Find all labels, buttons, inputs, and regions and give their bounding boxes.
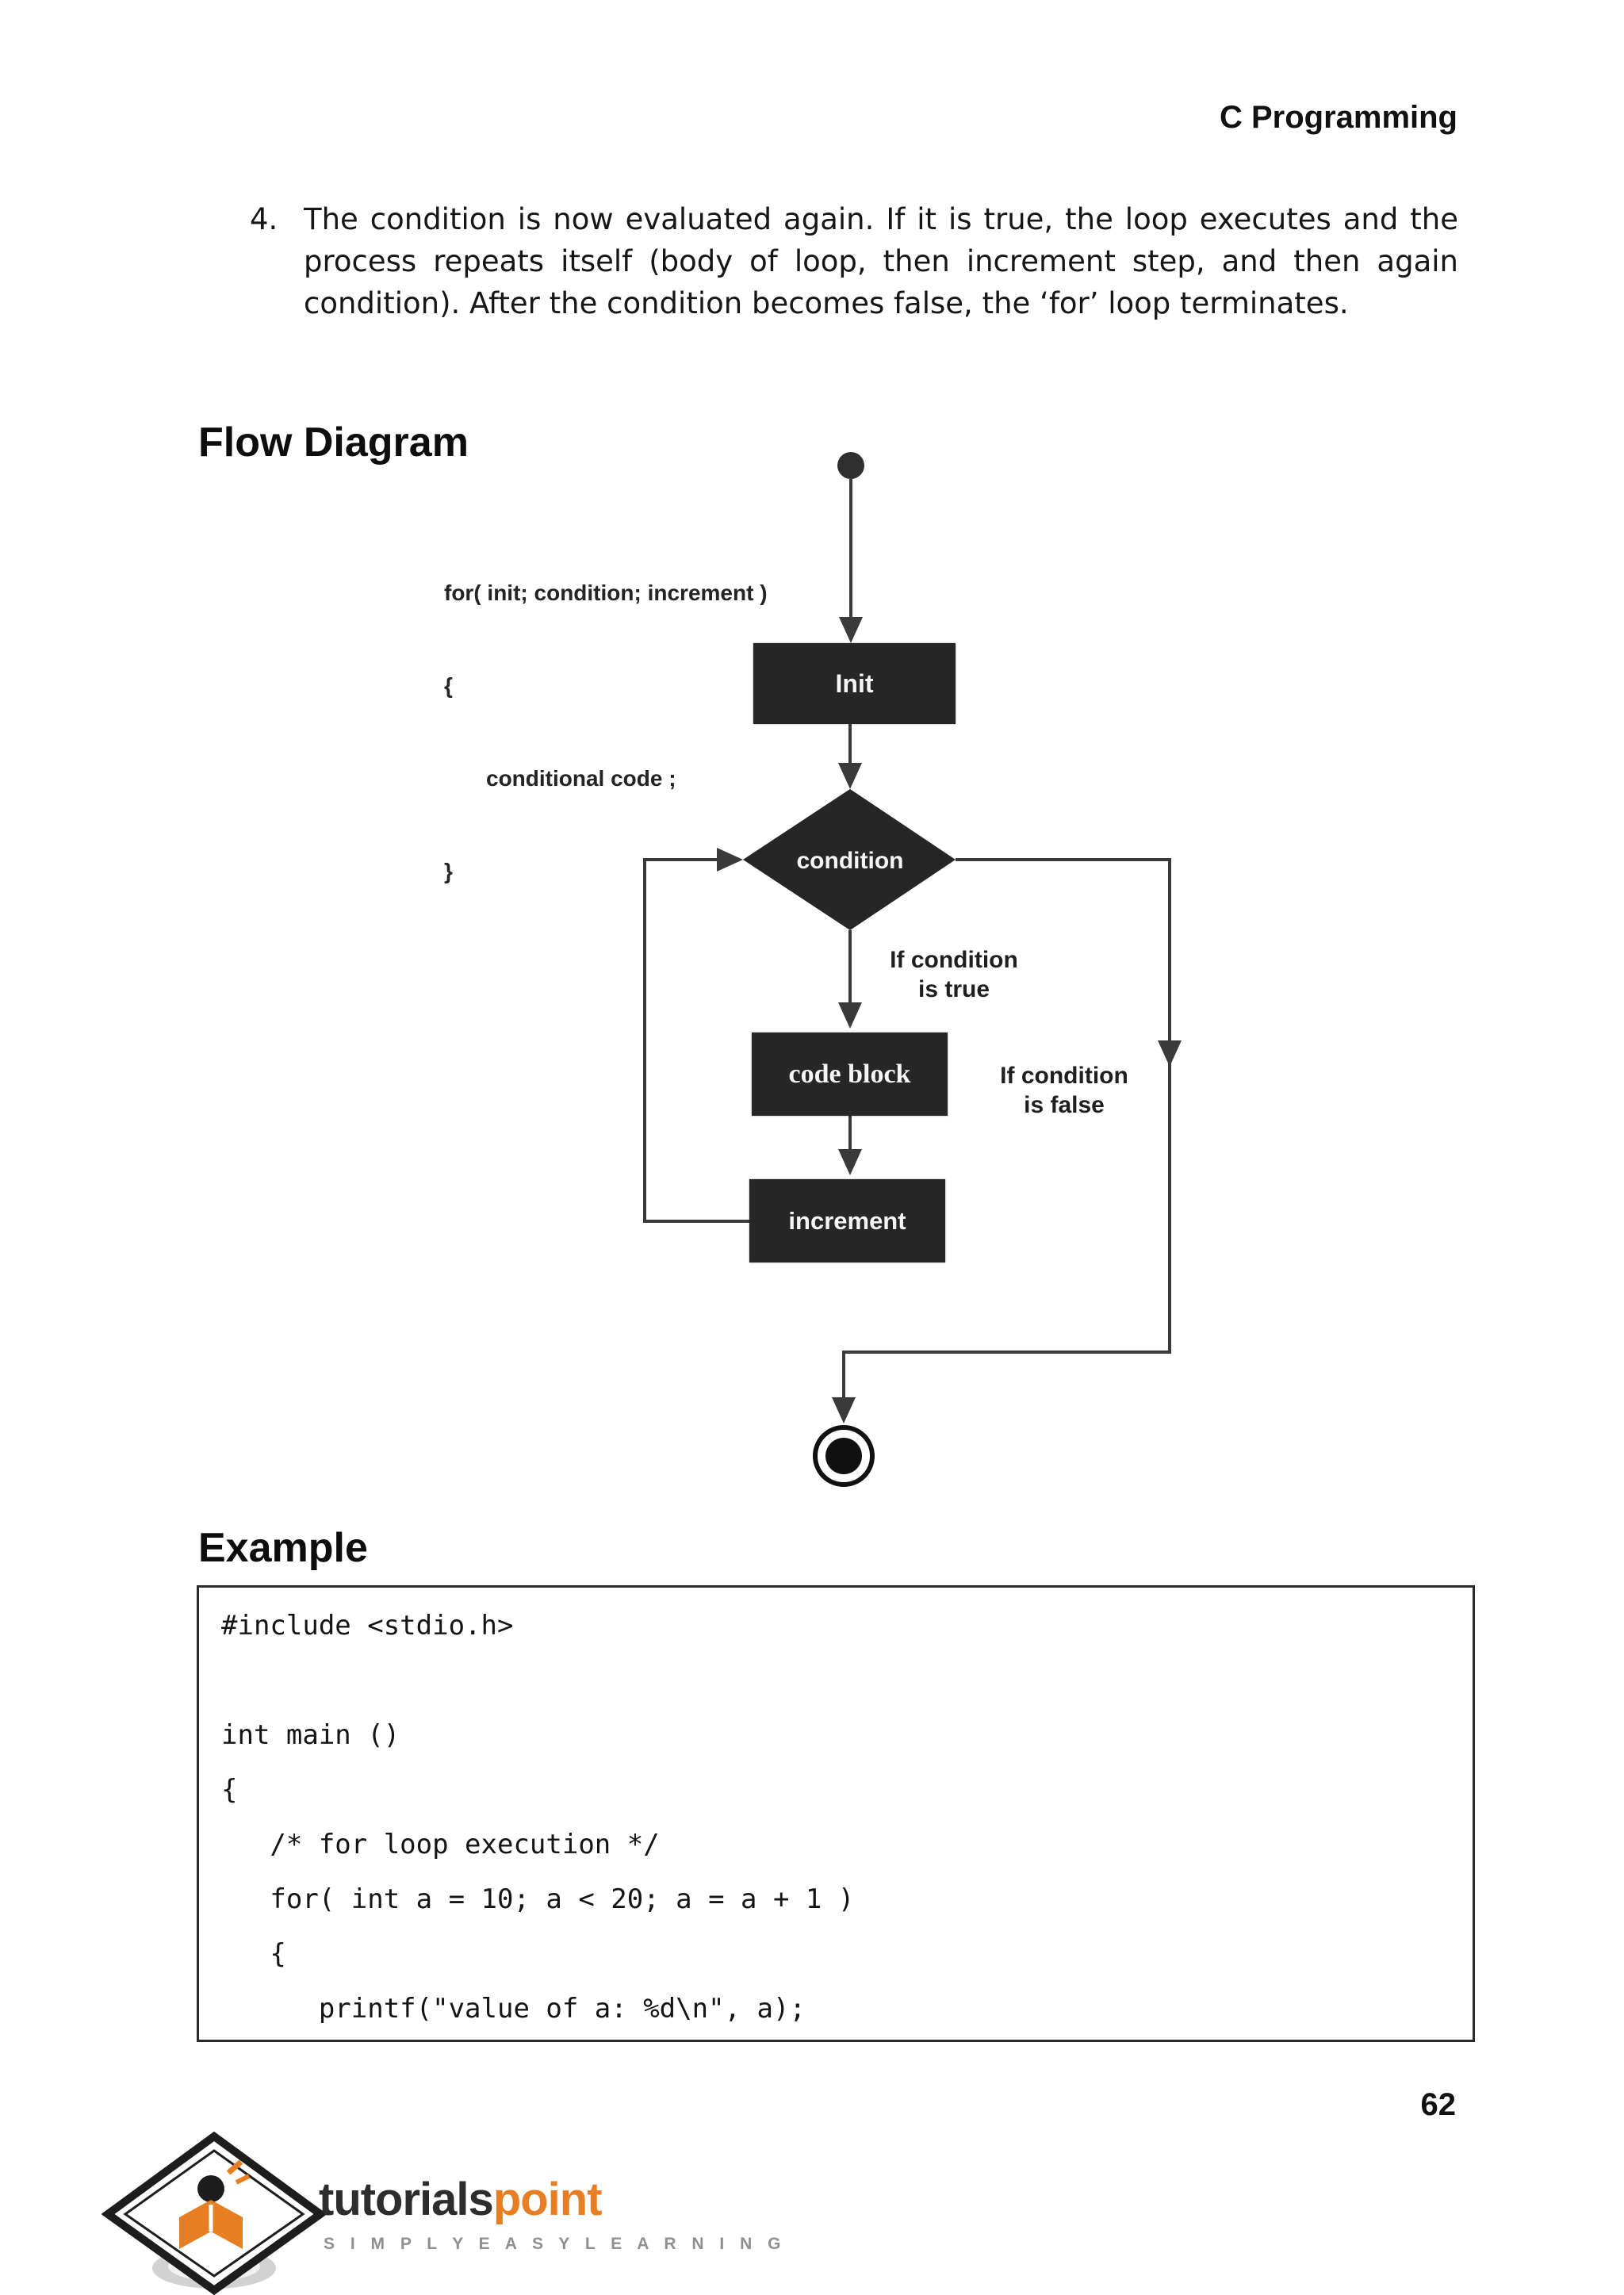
logo-tagline: S I M P L Y E A S Y L E A R N I N G xyxy=(324,2235,787,2253)
true-branch-label: If condition is true xyxy=(871,945,1037,1004)
arrowhead-false-path-mid xyxy=(1158,1040,1182,1067)
logo-diamond-inner-line xyxy=(123,2149,305,2278)
for-syntax-snippet: for( init; condition; increment ) { cond… xyxy=(444,515,768,948)
code-line: #include <stdio.h> xyxy=(221,1610,514,1642)
code-line: /* for loop execution */ xyxy=(221,1829,660,1860)
arrowhead-into-codeblock xyxy=(838,1002,862,1029)
start-node-dot xyxy=(837,452,864,479)
code-line: for( int a = 10; a < 20; a = a + 1 ) xyxy=(221,1883,855,1915)
tutorialspoint-logo-wordmark: tutorialspoint xyxy=(319,2174,603,2225)
arrowhead-into-init xyxy=(839,617,863,643)
snippet-line-open-brace: { xyxy=(444,673,453,698)
code-example-box: #include <stdio.h> int main () { /* for … xyxy=(197,1585,1475,2042)
snippet-line-conditional-code: conditional code ; xyxy=(486,766,676,791)
condition-diamond xyxy=(743,789,956,930)
logo-brand-orange: point xyxy=(492,2174,603,2225)
logo-brand-black: tutorials xyxy=(319,2174,494,2225)
logo-person-head xyxy=(197,2175,224,2202)
code-block-node-label: code block xyxy=(788,1059,911,1089)
flow-diagram-heading: Flow Diagram xyxy=(198,420,469,466)
false-branch-label-line2: is false xyxy=(1024,1092,1105,1118)
example-heading: Example xyxy=(198,1525,368,1571)
init-node: Init xyxy=(753,643,956,724)
page-header-title: C Programming xyxy=(1219,100,1457,135)
flowchart-graphic: condition xyxy=(643,452,1182,1487)
list-item-number: 4. xyxy=(250,202,278,236)
code-line: { xyxy=(221,1774,238,1806)
arrowhead-loopback-into-condition xyxy=(717,848,743,872)
arrowhead-into-end xyxy=(832,1397,856,1423)
code-block-node: code block xyxy=(752,1033,948,1116)
list-item-text: The condition is now evaluated again. If… xyxy=(304,202,1458,320)
snippet-line-for: for( init; condition; increment ) xyxy=(444,580,768,605)
true-branch-label-line1: If condition xyxy=(890,947,1018,973)
tutorialspoint-logo-icon xyxy=(102,2132,327,2295)
connector-false-path xyxy=(842,858,1171,1399)
code-line: { xyxy=(221,1938,286,1970)
increment-node-label: increment xyxy=(788,1206,906,1235)
false-branch-label: If condition is false xyxy=(969,1061,1159,1120)
snippet-line-close-brace: } xyxy=(444,859,453,883)
connector-loopback xyxy=(643,858,749,1223)
increment-node: increment xyxy=(749,1179,945,1262)
init-node-label: Init xyxy=(835,669,874,698)
end-node-inner-dot xyxy=(825,1438,862,1474)
page-number: 62 xyxy=(1420,2087,1457,2122)
condition-node-label: condition xyxy=(797,848,904,874)
arrowhead-into-condition xyxy=(838,763,862,789)
numbered-list-item-4: 4. The condition is now evaluated again.… xyxy=(250,198,1458,324)
logo-sparkle-2 xyxy=(235,2174,251,2185)
code-line xyxy=(221,1653,1473,1708)
false-branch-label-line1: If condition xyxy=(1000,1063,1128,1089)
code-line: printf("value of a: %d\n", a); xyxy=(221,1993,806,2025)
logo-sparkle-1 xyxy=(226,2159,243,2175)
arrowhead-into-increment xyxy=(838,1149,862,1175)
true-branch-label-line2: is true xyxy=(917,976,990,1002)
code-line: int main () xyxy=(221,1719,400,1751)
